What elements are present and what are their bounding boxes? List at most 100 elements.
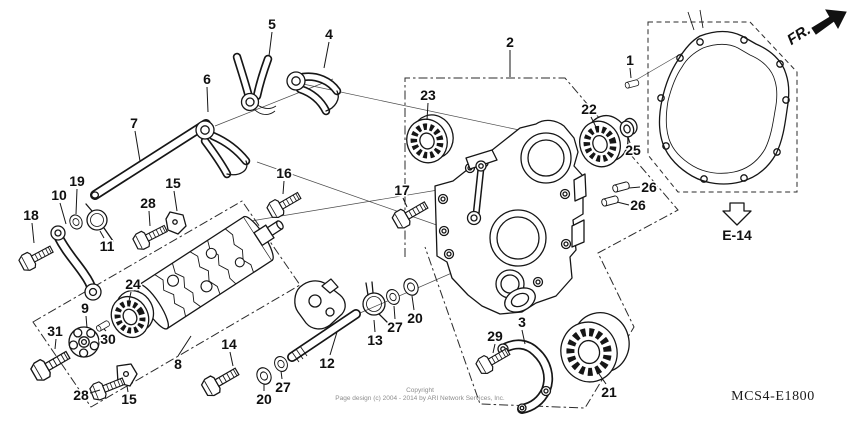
leader-line-9	[85, 315, 88, 329]
cover-bolt-bosses	[437, 158, 572, 288]
part-label-11: 11	[100, 238, 115, 254]
cover-shift-arm	[465, 149, 498, 226]
part-label-19: 19	[69, 173, 85, 189]
bearing-25	[619, 117, 638, 138]
part-label-17: 17	[394, 182, 410, 198]
part-label-2: 2	[506, 34, 514, 50]
switch-bolt-14	[199, 362, 243, 399]
part-label-8: 8	[174, 356, 182, 372]
phantom-boxes	[32, 21, 798, 409]
part-label-30: 30	[100, 331, 116, 347]
copyright-line-2: Page design (c) 2004 - 2014 by ARI Netwo…	[335, 395, 505, 402]
part-label-18: 18	[23, 207, 39, 223]
gasket-group-box	[647, 21, 798, 193]
part-label-21: 21	[601, 384, 617, 400]
part-label-28: 28	[140, 195, 156, 211]
leader-line-7	[134, 130, 141, 162]
leader-line-11	[99, 230, 105, 239]
leader-line-13	[373, 319, 376, 333]
leader-line-5	[268, 31, 273, 57]
leader-line-22	[590, 116, 597, 128]
part-label-9: 9	[81, 300, 89, 316]
diagram-code: MCS4-E1800	[731, 389, 815, 404]
washer-19	[67, 212, 85, 232]
gearshift-spindle-12	[287, 278, 361, 363]
shift-drum-center-9	[68, 326, 100, 358]
leader-line-20	[411, 295, 415, 311]
transmission-cover-2	[434, 119, 587, 315]
leader-line-12	[329, 331, 338, 356]
washer-27-right	[383, 286, 403, 308]
part-label-26: 26	[630, 197, 646, 213]
leader-line-14	[229, 351, 234, 367]
part-label-12: 12	[319, 355, 335, 371]
leader-line-17	[402, 197, 408, 208]
leader-line-31	[54, 338, 57, 350]
leader-line-23	[426, 102, 429, 121]
leader-line-26	[616, 201, 630, 206]
leader-line-30	[103, 328, 107, 332]
part-label-26: 26	[641, 179, 657, 195]
part-label-16: 16	[276, 165, 292, 181]
leader-line-26	[628, 186, 641, 189]
leader-line-15	[173, 190, 178, 212]
dowel-pin-26-upper	[611, 180, 631, 194]
shift-fork-4	[286, 71, 342, 116]
leader-line-10	[59, 202, 67, 225]
part-label-1: 1	[626, 52, 634, 68]
copyright-line-1: Copyright	[406, 387, 434, 394]
leader-line-19	[75, 188, 78, 215]
bolt-17	[390, 196, 432, 232]
shift-drum-group-box	[32, 200, 301, 408]
fork-shaft-7	[90, 119, 211, 200]
fr-direction-arrow	[811, 9, 847, 35]
leader-line-6	[206, 86, 209, 113]
part-label-27: 27	[275, 379, 291, 395]
leader-line-27	[393, 305, 396, 320]
part-label-7: 7	[130, 115, 138, 131]
part-label-22: 22	[581, 101, 597, 117]
cover-group-box	[404, 77, 679, 409]
bearing-21	[560, 312, 630, 383]
bearing-23	[406, 114, 454, 164]
part-label-13: 13	[367, 332, 383, 348]
leader-line-27	[280, 370, 283, 380]
cover-gasket	[657, 9, 790, 185]
dowel-pin-26-lower	[600, 194, 620, 208]
part-label-5: 5	[268, 16, 276, 32]
part-label-29: 29	[487, 328, 503, 344]
leader-line-29	[492, 343, 496, 354]
return-spring-11	[85, 203, 114, 242]
part-label-4: 4	[325, 26, 333, 42]
leader-line-28	[89, 389, 101, 394]
leader-line-18	[31, 222, 35, 244]
dowel-pin-1	[624, 78, 640, 90]
bolt-18	[16, 241, 57, 274]
fr-direction-label: FR.	[784, 21, 814, 48]
part-label-10: 10	[51, 187, 67, 203]
stopper-plate-15-upper	[165, 211, 187, 235]
shift-fork-6	[195, 120, 251, 179]
leader-line-24	[128, 291, 132, 302]
gearshift-arm-10	[50, 225, 102, 301]
part-label-3: 3	[518, 314, 526, 330]
return-spring-13	[362, 281, 388, 323]
part-label-28: 28	[73, 387, 89, 403]
part-label-14: 14	[221, 336, 237, 352]
bolt-31	[28, 345, 74, 384]
part-label-15: 15	[121, 391, 137, 407]
part-label-20: 20	[407, 310, 423, 326]
bearing-24	[110, 290, 155, 339]
leader-line-28	[148, 210, 151, 227]
shift-fork-5	[232, 52, 277, 115]
part-label-23: 23	[420, 87, 436, 103]
gasket-bolt-holes	[657, 36, 790, 183]
e14-reference-arrow	[722, 202, 752, 226]
leader-line-8	[177, 335, 192, 357]
part-label-6: 6	[203, 71, 211, 87]
part-label-25: 25	[625, 142, 641, 158]
leader-line-16	[282, 180, 285, 195]
